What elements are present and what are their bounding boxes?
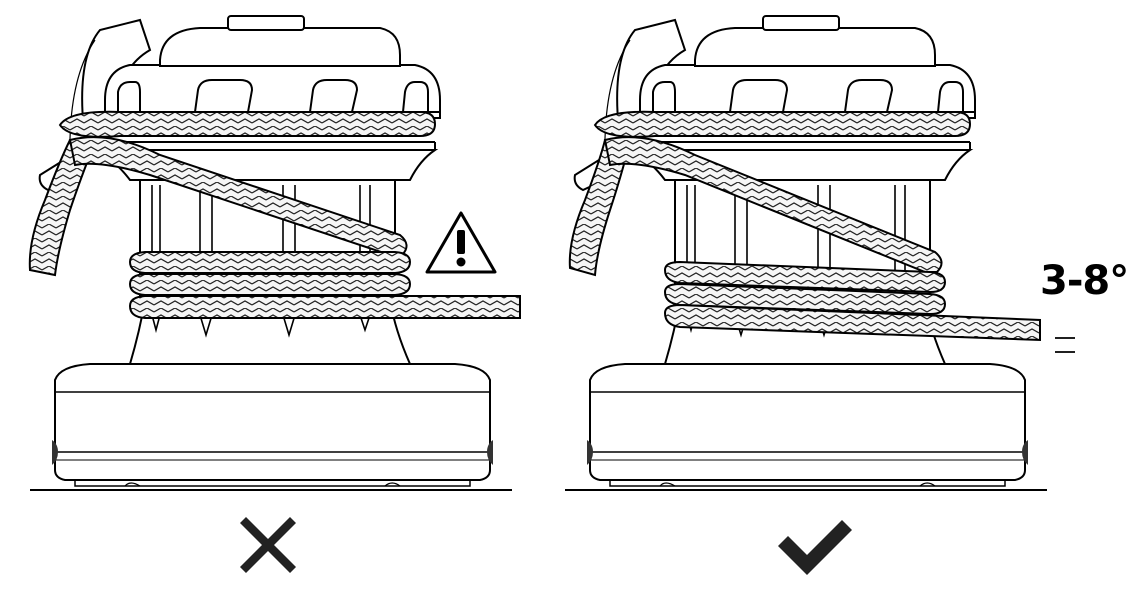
winch-diagram-incorrect — [28, 15, 521, 573]
warning-triangle-icon — [425, 211, 497, 274]
checkmark-icon — [778, 520, 852, 575]
cross-icon — [240, 517, 296, 573]
winch-diagram-correct — [565, 15, 1075, 575]
angle-indicator — [1055, 337, 1075, 353]
panel-correct — [535, 0, 1075, 592]
angle-range-label: 3-8° — [1040, 258, 1129, 304]
panel-incorrect — [0, 0, 540, 592]
